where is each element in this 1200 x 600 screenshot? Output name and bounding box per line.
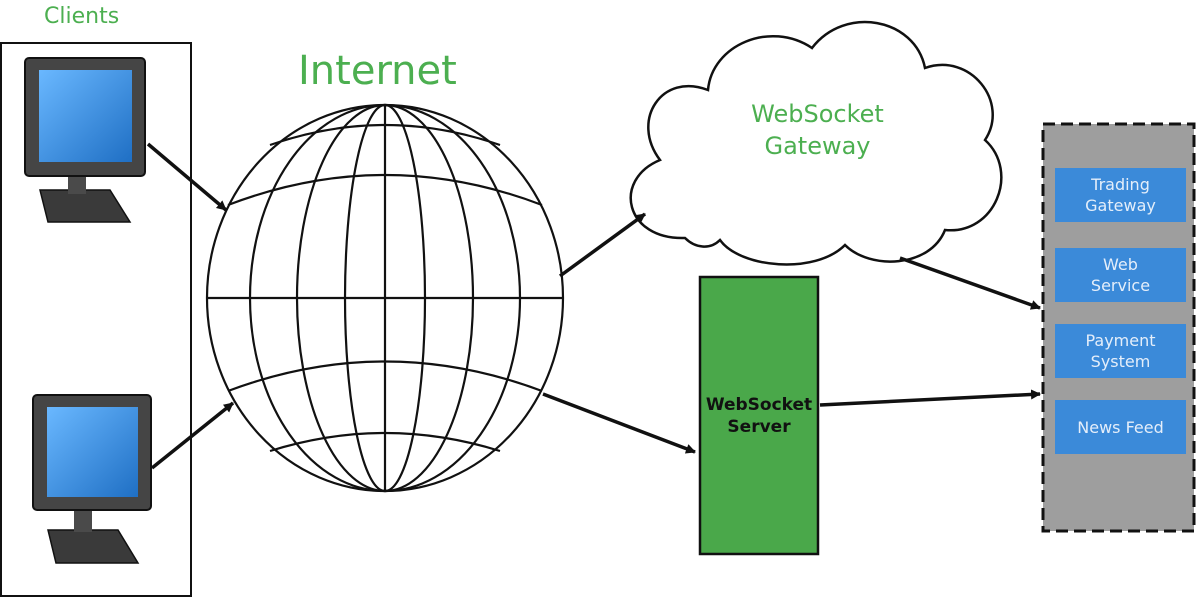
globe-icon [205,103,565,493]
arrow-internet-gateway [558,212,647,278]
service-web-service: Web Service [1055,248,1186,302]
clients-box [0,42,192,597]
arrow-internet-server [542,392,696,454]
clients-label: Clients [44,4,120,29]
arrow-server-backend [819,389,1041,407]
service-news-feed: News Feed [1055,400,1186,454]
arrow-client2-internet [150,401,235,470]
websocket-gateway-label: WebSocket Gateway [751,100,884,160]
cloud-icon [629,20,1003,266]
websocket-server-box [698,275,820,556]
monitor-icon [24,57,146,223]
service-payment-system: Payment System [1055,324,1186,378]
service-trading-gateway: Trading Gateway [1055,168,1186,222]
arrow-gateway-backend [899,256,1041,310]
websocket-server-label: WebSocket Server [705,395,813,437]
monitor-icon [32,394,152,564]
arrow-client1-internet [146,142,228,212]
internet-label: Internet [298,48,457,94]
